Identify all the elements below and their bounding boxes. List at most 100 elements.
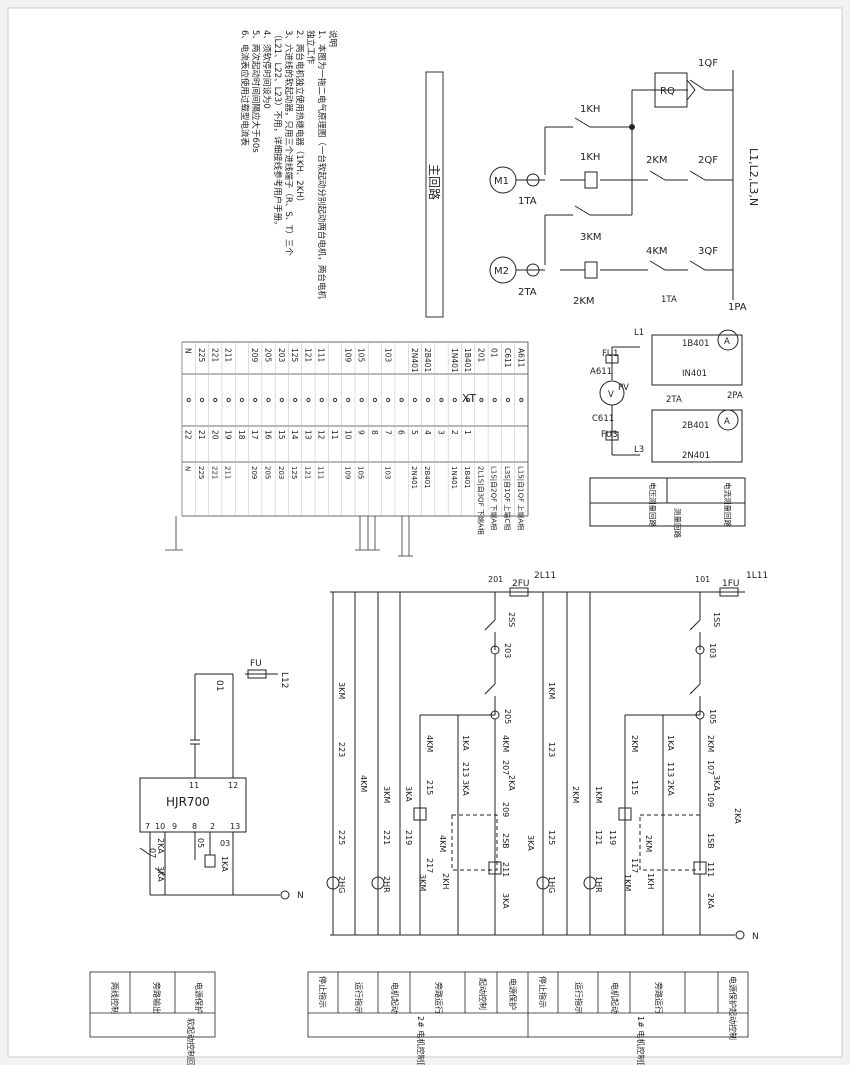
label-3km-c2b: 3KM [382, 786, 391, 803]
main-circuit-title: 主回路 [425, 71, 444, 318]
hjr-terminal: 8 [192, 822, 197, 831]
label-n-sc: N [297, 891, 304, 901]
notes-line: 3、六进线的软起动器，只用三个进线端子（R、S、T）三个 [283, 30, 294, 256]
label-2sb: 2SB [501, 833, 510, 849]
terminal-no-text: 3 [437, 430, 446, 435]
soft-title: 软起动控制回路 [186, 1018, 196, 1065]
notes-line: 5、两次起动时间间隔应大于60s [250, 30, 261, 153]
terminal-right-text: 103 [383, 466, 391, 479]
m1-cell: 停止指示 [538, 976, 548, 1008]
label-2hg: 2HG [337, 876, 346, 893]
label-in401: IN401 [682, 369, 707, 379]
label-2ss: 2SS [507, 612, 516, 627]
label-223: 223 [337, 742, 346, 757]
terminal-screw [266, 397, 271, 403]
label-1ka-sc: 1KA [220, 856, 229, 872]
terminal-right-text: 225 [197, 466, 205, 479]
terminal-no-text: 13 [303, 430, 312, 440]
hjr-terminal: 13 [230, 822, 240, 831]
terminal-right-text: 121 [303, 466, 311, 479]
terminal-screw [213, 397, 218, 403]
softstart-labels: FU L12 01 HJR700 11 12 7 10 9 8 2 03 13 … [145, 659, 304, 901]
label-1ta: 1TA [518, 196, 537, 207]
terminal-no-text: 20 [210, 430, 219, 440]
label-1ka-c2: 1KA [461, 735, 470, 751]
terminal-right-text: L3S|自1QF 上端C相 [503, 466, 512, 530]
soft-cell: 电源保护 [194, 982, 204, 1014]
terminal-screw [306, 397, 311, 403]
m2-cell: 电机起动 [390, 982, 400, 1014]
terminal-screw [452, 397, 457, 403]
terminal-screw [479, 397, 484, 403]
label-fu1: FU1 [602, 349, 619, 359]
label-2km-c1c: 2KM [644, 835, 653, 852]
terminal-left-text: 103 [383, 348, 392, 363]
label-m2: M2 [494, 266, 509, 277]
terminal-left-text: 201 [476, 348, 485, 363]
label-1b401: 1B401 [682, 339, 709, 349]
terminal-right-text: 109 [343, 466, 351, 479]
label-217: 217 [425, 858, 434, 873]
label-4km-c2b: 4KM [501, 735, 510, 752]
label-1km-c1b: 1KM [594, 786, 603, 803]
label-1hg: 1HG [547, 876, 556, 893]
label-n-c1: N [752, 932, 759, 942]
label-113: 113 [666, 762, 675, 777]
label-2kh-c2: 2KH [441, 873, 450, 889]
label-4km: 4KM [646, 246, 668, 257]
terminal-block-title: XT [462, 392, 476, 405]
terminal-screw [519, 397, 524, 403]
label-115: 115 [630, 780, 639, 795]
main-circuit [489, 70, 734, 300]
label-123: 123 [547, 742, 556, 757]
label-3ka-c1: 3KA [712, 775, 721, 791]
measurement-cell: 电流测量回路 [723, 482, 733, 527]
terminal-no-text: 14 [290, 430, 299, 440]
label-1hr: 1HR [594, 876, 603, 893]
terminal-right-text: 209 [250, 466, 258, 479]
terminal-no-text: 21 [197, 430, 206, 440]
terminal-left-text: 111 [317, 348, 326, 363]
terminal-no-text: 7 [383, 430, 392, 435]
motor1-labels: 1FU 1L11 101 1SS 103 105 2KM 1KA 2KM 113… [547, 571, 768, 942]
label-221: 221 [382, 830, 391, 845]
terminal-screw [332, 397, 338, 403]
terminal-right-text: 1N401 [450, 466, 458, 489]
terminal-left-text: 225 [197, 348, 206, 363]
notes-line: 4、须软停时间设为0 [261, 30, 272, 109]
label-2km-coil: 2KM [573, 296, 595, 307]
label-2ka-c1: 2KA [666, 780, 675, 796]
terminal-screw [505, 397, 511, 403]
label-207: 207 [501, 760, 510, 775]
terminal-no-text: 1 [463, 430, 472, 435]
terminal-right-text: 2L1S|自3QF 下端A相 [476, 466, 485, 535]
label-1ka-c1: 1KA [666, 735, 675, 751]
terminal-right-text: 2B401 [423, 466, 431, 489]
m1-title: 1# 电机控制回路 [636, 1016, 646, 1065]
bus-label: L1,L2,L3,N [747, 148, 760, 206]
terminal-screw [439, 397, 444, 403]
label-3km-c2c: 3KM [337, 682, 346, 699]
m2-cell: 运行指示 [354, 982, 364, 1014]
label-1qf: 1QF [698, 58, 718, 69]
label-2ka-sc: 2KA [156, 838, 165, 854]
label-1l11: 1L11 [746, 571, 768, 581]
terminal-left-text: 121 [303, 348, 312, 363]
label-4km-c2: 4KM [425, 735, 434, 752]
terminal-screw [239, 397, 244, 403]
label-fu: FU [250, 659, 262, 669]
label-111: 111 [706, 862, 715, 877]
label-a611: A611 [590, 367, 612, 377]
hjr-terminal: 9 [172, 822, 177, 831]
label-4km-c2c: 4KM [438, 835, 447, 852]
label-2ka-c1b: 2KA [733, 808, 742, 824]
label-119: 119 [608, 830, 617, 845]
label-4km-c2d: 4KM [359, 775, 368, 792]
terminal-no-text: 16 [264, 430, 273, 440]
terminal-left-text: 1B401 [463, 348, 472, 372]
label-a1: A [724, 337, 730, 347]
terminal-no-text: 11 [330, 430, 339, 440]
terminal-left-text: 125 [290, 348, 299, 363]
terminal-left-text: 211 [224, 348, 233, 363]
